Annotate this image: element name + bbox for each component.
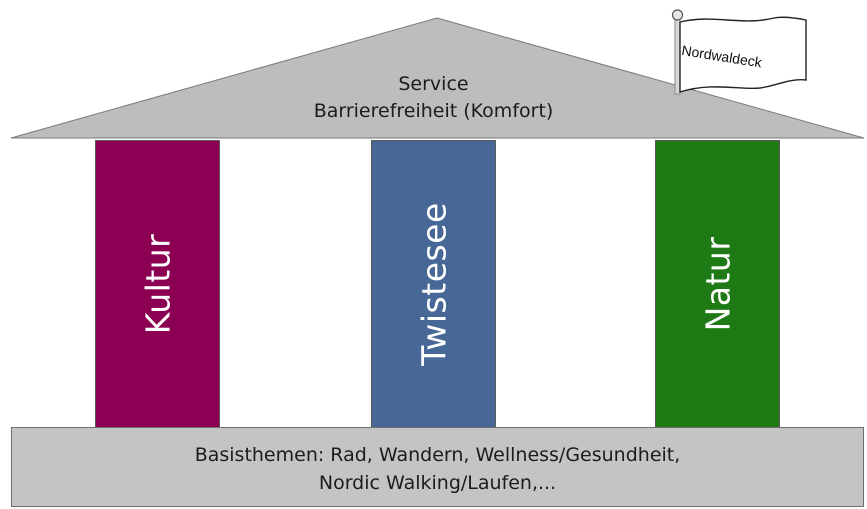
pillar-natur-label: Natur — [698, 236, 737, 332]
flag-cloth — [679, 16, 807, 93]
flag-pole-knob — [671, 9, 684, 21]
pillar-kultur: Kultur — [95, 140, 220, 428]
roof-subtitle: Barrierefreiheit (Komfort) — [313, 100, 554, 122]
pillar-kultur-label: Kultur — [138, 233, 177, 335]
flag-pole — [674, 17, 681, 95]
pillar-twistesee: Twistesee — [371, 140, 496, 428]
pillar-twistesee-label: Twistesee — [414, 202, 453, 366]
roof-shape — [10, 17, 865, 139]
foundation-line-2: Nordic Walking/Laufen,... — [318, 472, 557, 494]
foundation-line-1: Basisthemen: Rad, Wandern, Wellness/Gesu… — [194, 444, 681, 466]
foundation: Basisthemen: Rad, Wandern, Wellness/Gesu… — [11, 427, 864, 507]
pillar-natur: Natur — [655, 140, 780, 428]
roof-title: Service — [398, 73, 469, 95]
